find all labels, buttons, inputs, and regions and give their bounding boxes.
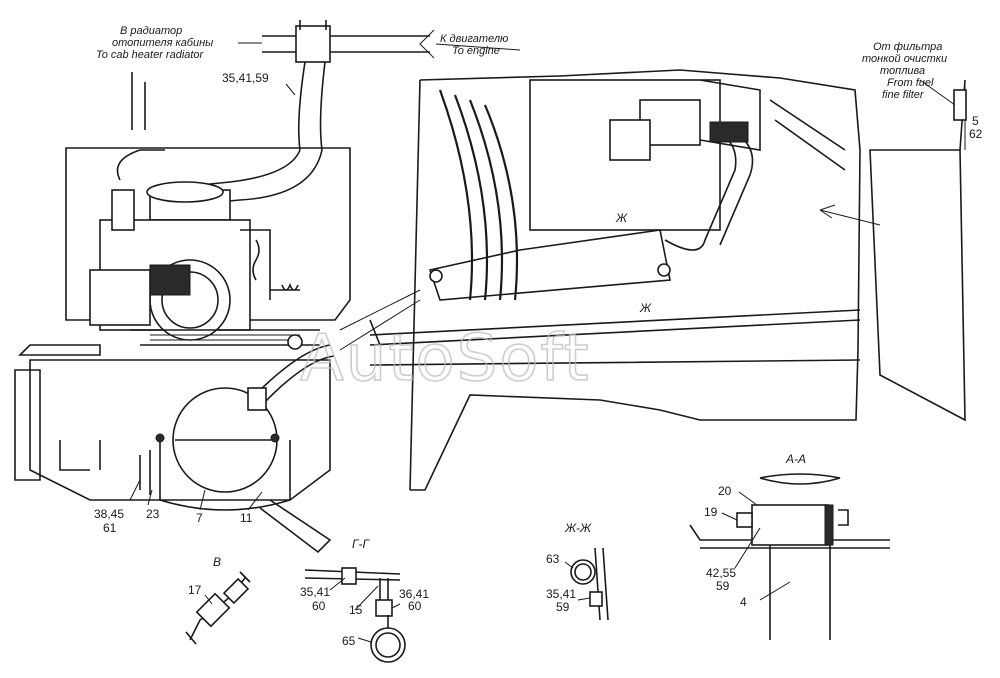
part-5: 5 — [972, 114, 979, 128]
part-23: 23 — [146, 507, 160, 521]
tank-bracket — [14, 344, 335, 554]
part-19: 19 — [704, 505, 718, 519]
from-filter-en-label: From fuel — [887, 77, 934, 89]
top-coolant-pipe — [189, 20, 435, 205]
chassis-frame — [339, 69, 967, 491]
section-gg-label: Г-Г — [352, 537, 371, 551]
callout-labels: В радиатор отопителя кабины To cab heate… — [96, 25, 947, 101]
zh-arrow-1-label: Ж — [615, 211, 628, 225]
part-20: 20 — [718, 484, 732, 498]
part-42-55: 42,55 — [706, 566, 736, 580]
part-17: 17 — [188, 583, 202, 597]
to-heater-ru2-label: отопителя кабины — [112, 37, 213, 49]
part-63: 63 — [546, 552, 560, 566]
from-filter-ru-label: От фильтра — [873, 41, 942, 53]
part-35-41-gg: 35,41 — [300, 585, 330, 599]
heater-unit — [65, 72, 351, 350]
part-59-aa: 59 — [716, 579, 730, 593]
part-65: 65 — [342, 634, 356, 648]
to-engine-en-label: To engine — [452, 45, 500, 57]
section-labels: А-А Г-Г Ж-Ж В Ж Ж — [213, 211, 806, 569]
section-aa-label: А-А — [785, 452, 806, 466]
part-36-41: 36,41 — [399, 587, 429, 601]
part-11: 11 — [240, 511, 253, 525]
part-15: 15 — [349, 603, 363, 617]
part-35-41-59-top: 35,41,59 — [222, 71, 269, 85]
section-gg — [304, 567, 406, 663]
part-60-right: 60 — [408, 599, 422, 613]
from-filter-ru2-label: тонкой очистки — [862, 53, 947, 65]
part-62: 62 — [969, 127, 983, 141]
part-35-41-zz: 35,41 — [546, 587, 576, 601]
zh-arrow-2-label: Ж — [639, 301, 652, 315]
view-v — [185, 571, 251, 645]
leader-lines — [129, 42, 956, 643]
to-engine-ru-label: К двигателю — [440, 33, 508, 45]
part-4: 4 — [740, 595, 747, 609]
part-61: 61 — [103, 521, 117, 535]
part-59-zz: 59 — [556, 600, 570, 614]
section-zhzh-label: Ж-Ж — [564, 521, 592, 535]
to-heater-en-label: To cab heater radiator — [96, 49, 205, 61]
part-7: 7 — [196, 511, 203, 525]
watermark-text: AutoSoft — [300, 322, 591, 396]
part-38-45: 38,45 — [94, 507, 124, 521]
part-numbers: 35,41,59 5 62 38,45 61 23 7 11 20 19 42,… — [94, 71, 983, 648]
section-aa — [689, 473, 890, 640]
from-filter-en2-label: fine filter — [882, 89, 925, 101]
to-heater-ru-label: В радиатор — [120, 25, 182, 37]
from-filter-ru3-label: топлива — [880, 65, 925, 77]
part-60-left: 60 — [312, 599, 326, 613]
section-zhzh — [570, 547, 609, 621]
view-v-label: В — [213, 555, 221, 569]
